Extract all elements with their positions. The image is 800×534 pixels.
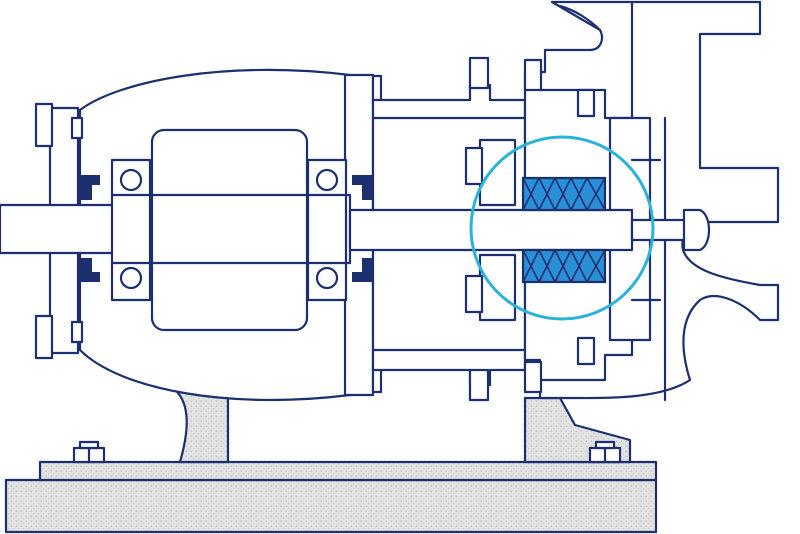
left-bearing (110, 158, 152, 302)
right-bearing (306, 158, 348, 302)
bearing-cage-center (150, 128, 309, 332)
impeller-nut (682, 208, 711, 252)
pump-casing (523, 0, 780, 402)
anchor-bolt-left (72, 440, 106, 464)
packing-rings-lower (521, 248, 607, 284)
seal-chamber-highlight (469, 135, 655, 321)
base-plate (4, 460, 658, 534)
packing-rings-upper (521, 176, 607, 212)
anchor-bolt-right (588, 440, 622, 464)
gland-follower (464, 138, 517, 322)
lip-seals (78, 175, 372, 282)
